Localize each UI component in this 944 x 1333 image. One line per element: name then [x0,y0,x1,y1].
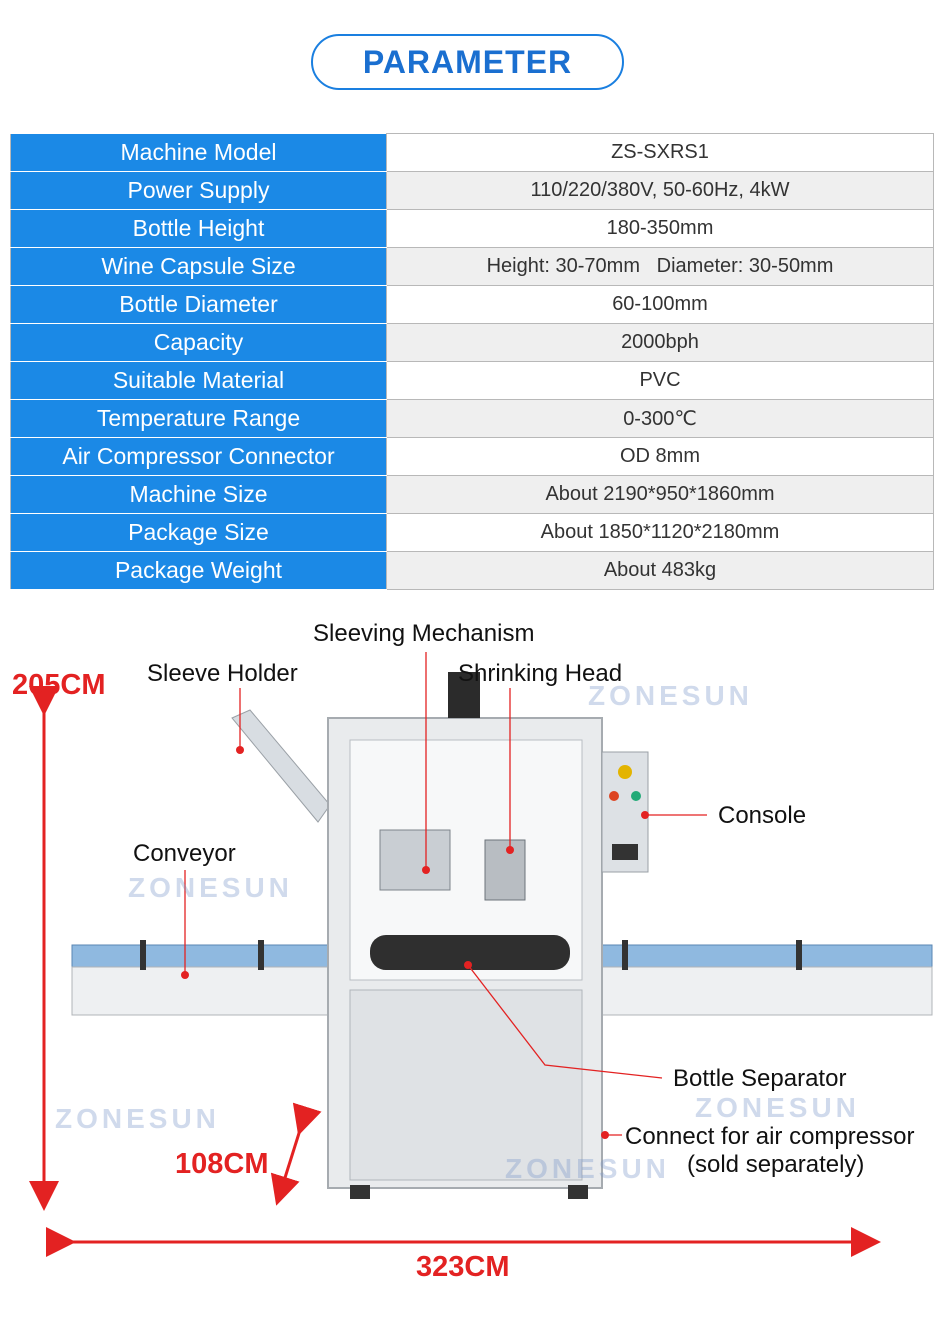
spec-value: 2000bph [386,323,934,362]
spec-value: About 483kg [386,551,934,590]
watermark-logo: ZONESUN [55,1103,220,1134]
watermark-logo: ZONESUN [505,1153,670,1184]
spec-label: Package Size [10,513,387,552]
spec-value: Height: 30-70mm Diameter: 30-50mm [386,247,934,286]
spec-label: Temperature Range [10,399,387,438]
dimension-table-height: 108CM [175,1148,269,1180]
machine-diagram: Sleeving Mechanism Sleeve Holder Shrinki… [0,600,944,1333]
spec-label: Machine Size [10,475,387,514]
spec-value: 60-100mm [386,285,934,324]
watermark-logo: ZONESUN [128,872,293,903]
dimension-height: 205CM [12,669,106,701]
spec-value: 180-350mm [386,209,934,248]
callout-sleeving-mechanism: Sleeving Mechanism [313,620,535,647]
spec-label: Suitable Material [10,361,387,400]
spec-value: About 1850*1120*2180mm [386,513,934,552]
spec-value: 110/220/380V, 50-60Hz, 4kW [386,171,934,210]
spec-label: Bottle Height [10,209,387,248]
watermark-logo: ZONESUN [588,680,753,711]
callout-bottle-separator: Bottle Separator [673,1065,847,1092]
machine-illustration [29,652,933,1257]
spec-label: Air Compressor Connector [10,437,387,476]
spec-value: About 2190*950*1860mm [386,475,934,514]
spec-label: Package Weight [10,551,387,590]
spec-label: Capacity [10,323,387,362]
dimension-length: 323CM [416,1251,510,1283]
callout-air-compressor-note: (sold separately) [687,1151,865,1178]
spec-value: OD 8mm [386,437,934,476]
spec-label: Bottle Diameter [10,285,387,324]
page-title: PARAMETER [311,34,624,90]
watermark-logo: ZONESUN [695,1092,860,1123]
spec-value: 0-300℃ [386,399,934,438]
callout-air-compressor: Connect for air compressor [625,1123,915,1150]
spec-label: Wine Capsule Size [10,247,387,286]
callout-sleeve-holder: Sleeve Holder [147,660,298,687]
spec-value: ZS-SXRS1 [386,133,934,172]
callout-conveyor: Conveyor [133,840,236,867]
spec-value: PVC [386,361,934,400]
spec-label: Power Supply [10,171,387,210]
callout-console: Console [718,802,807,829]
spec-label: Machine Model [10,133,387,172]
callout-shrinking-head: Shrinking Head [458,660,623,687]
